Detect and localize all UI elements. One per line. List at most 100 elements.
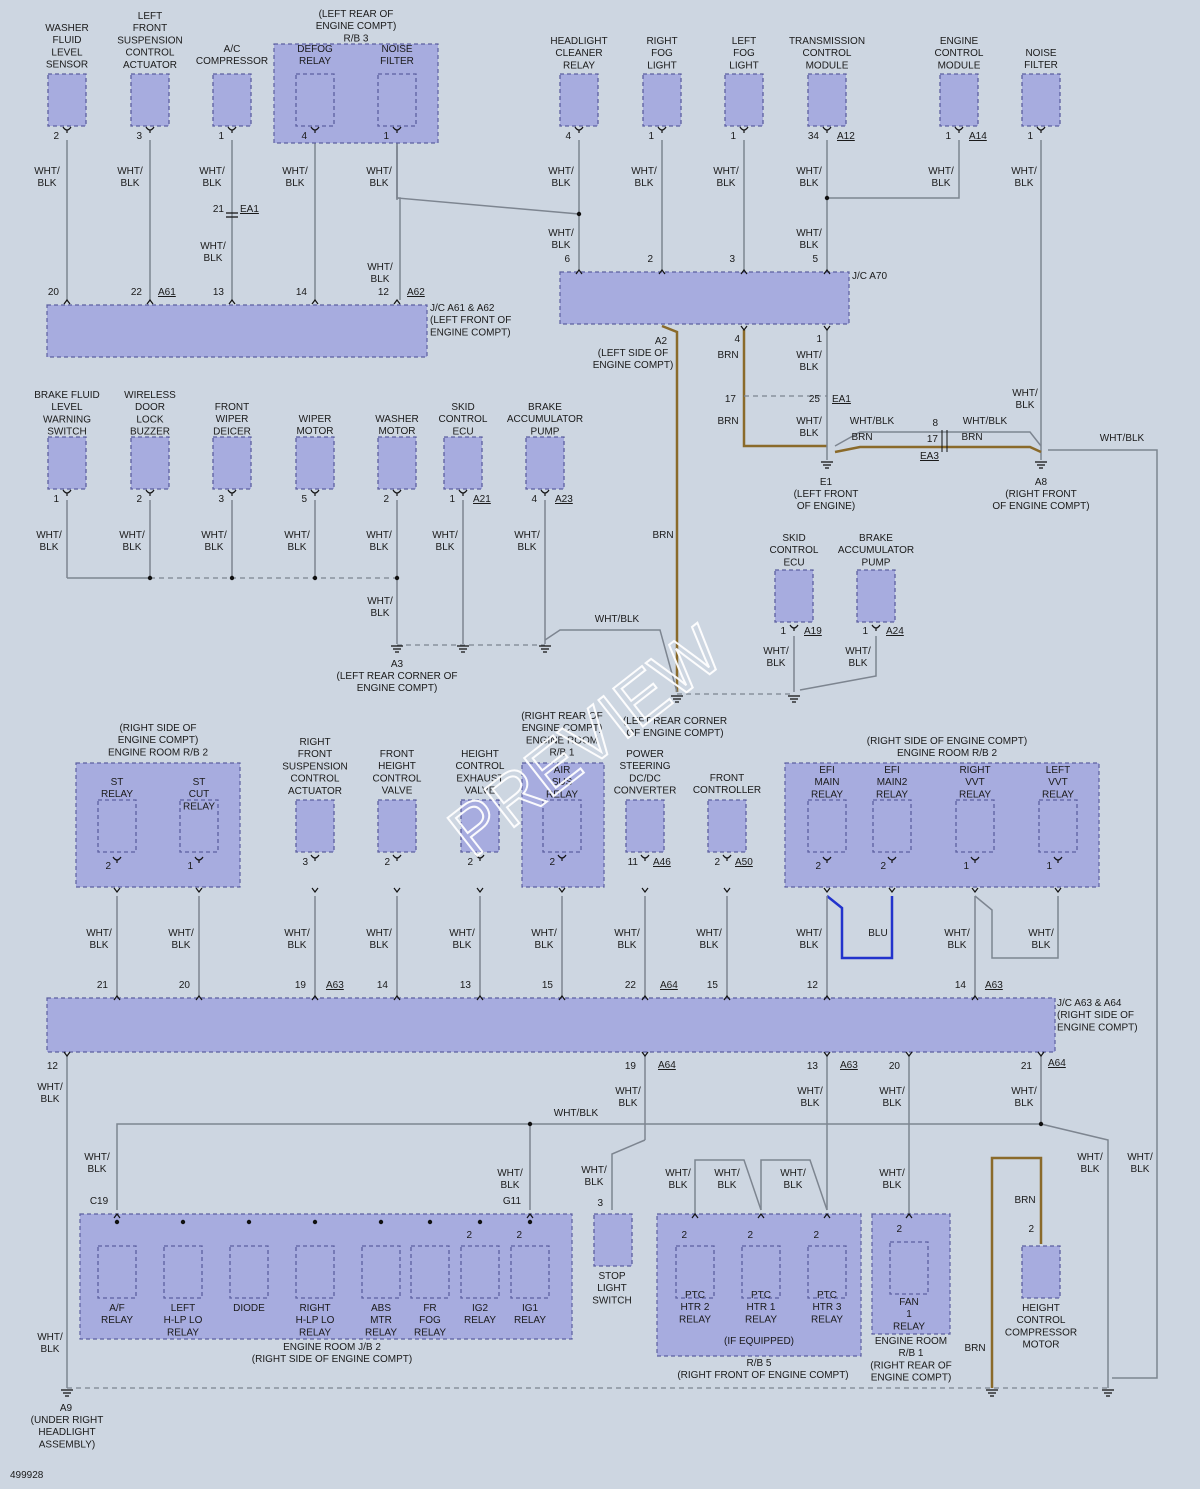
ground-name: A9: [60, 1403, 73, 1414]
rb3-label: R/B 3: [343, 33, 368, 44]
mid-component-label: FRONT: [215, 402, 249, 413]
top-component-label: ACTUATOR: [123, 60, 177, 71]
jb2-relay-label: MTR: [370, 1315, 392, 1326]
connector-id: A64: [660, 980, 678, 991]
pin-number: 25: [809, 394, 821, 405]
brakeacc2-component: [856, 569, 896, 623]
connector-id: EA1: [240, 204, 259, 215]
mid-component-label: WARNING: [43, 414, 91, 425]
wire-color-label: BLK: [800, 940, 819, 951]
noise2-component: [1021, 73, 1061, 127]
stop-switch-label: STOP: [598, 1271, 625, 1282]
wire-color-label: WHT/: [366, 530, 392, 541]
arrow: [823, 325, 831, 331]
arrow: [558, 995, 566, 1001]
lfog-component: [724, 73, 764, 127]
connector-id: C19: [90, 1196, 109, 1207]
wire-color-label: WHT/: [614, 928, 640, 939]
connector-pin: [557, 854, 567, 861]
pin-number: 1: [963, 861, 969, 872]
top-component-label: FILTER: [380, 56, 414, 67]
wire-color-label: BLK: [1032, 940, 1051, 951]
mid-component-label: ACCUMULATOR: [507, 414, 583, 425]
rb1-top-label: ENGINE ROOM: [526, 735, 598, 746]
brown-wire: [990, 1156, 1043, 1388]
pin-number: 20: [179, 980, 191, 991]
jb2-relay-label: RELAY: [414, 1327, 446, 1338]
wire-color-label: BLK: [371, 274, 390, 285]
relay-label: RIGHT: [959, 765, 990, 776]
wire-color-label: BLK: [172, 940, 191, 951]
pin-number: 2: [105, 861, 111, 872]
connector-pin: [458, 489, 468, 496]
connector-pin: [1036, 126, 1046, 133]
mid-component-label: WIPER: [216, 414, 249, 425]
ptc-relay-label: HTR 1: [747, 1302, 776, 1313]
top-component-label: A/C: [224, 44, 241, 55]
wire: [1040, 1123, 1109, 1388]
mid-component-label: PUMP: [531, 426, 560, 437]
headlight-component: [559, 73, 599, 127]
jb2-label: (RIGHT SIDE OF ENGINE COMPT): [252, 1354, 412, 1365]
wire-color-label: BLK: [288, 940, 307, 951]
arrow: [558, 887, 566, 893]
labels-layer: WASHERFLUIDLEVELSENSOR2LEFTFRONTSUSPENSI…: [10, 9, 1153, 1481]
arrow: [311, 995, 319, 1001]
pin-number: 19: [295, 980, 307, 991]
wire-color-label: WHT/: [117, 166, 143, 177]
wire-color-label: BLK: [717, 178, 736, 189]
wire-color-label: BLK: [203, 178, 222, 189]
wire: [396, 146, 580, 215]
row3-component-label: SUSPENSION: [282, 761, 348, 772]
pin-number: 13: [460, 980, 472, 991]
top-component-label: FILTER: [1024, 60, 1058, 71]
jb2-relay-label: A/F: [109, 1303, 125, 1314]
top-component-label: NOISE: [1025, 48, 1056, 59]
relay-component: [97, 799, 137, 853]
wire-color-label: BLK: [88, 1164, 107, 1175]
ptc-relay-label: RELAY: [811, 1314, 843, 1325]
wire-color-label: WHT/: [367, 262, 393, 273]
relay-label: RELAY: [959, 789, 991, 800]
wire-color-label: WHT/: [796, 928, 822, 939]
pin-number: 17: [927, 434, 939, 445]
ground-a8-icon: [1035, 461, 1047, 469]
rb5-label: (IF EQUIPPED): [724, 1336, 794, 1347]
wire-color-label: WHT/: [497, 1168, 523, 1179]
arrow: [195, 995, 203, 1001]
wire-color-label: BRN: [1014, 1195, 1035, 1206]
connector-pin: [145, 126, 155, 133]
ground-icon: [986, 1389, 998, 1397]
connector-id: A63: [840, 1060, 858, 1071]
row3-component-label: EXHAUST: [456, 773, 503, 784]
mid-component-label: SWITCH: [47, 427, 86, 438]
arrow: [823, 269, 831, 275]
relay-label: RELAY: [183, 801, 215, 812]
brakefluid-component: [47, 436, 87, 490]
wire-color-label: WHT/: [796, 166, 822, 177]
height-motor-label: HEIGHT: [1022, 1303, 1060, 1314]
arrow: [691, 1213, 699, 1219]
arrow: [113, 1213, 121, 1219]
arrow: [575, 269, 583, 275]
row3-component-label: POWER: [626, 749, 664, 760]
pin-number: 1: [1027, 131, 1033, 142]
connector-id: A50: [735, 857, 753, 868]
wire-color-label: WHT/: [199, 166, 225, 177]
top-component-label: TRANSMISSION: [789, 36, 865, 47]
connector-pin: [822, 856, 832, 863]
splice-dot: [180, 1219, 186, 1225]
top-component-label: ENGINE: [940, 36, 979, 47]
connector-pin: [392, 126, 402, 133]
jb2-relay-label: RELAY: [464, 1315, 496, 1326]
wire-color-label: BLK: [370, 178, 389, 189]
height-motor-label: MOTOR: [1022, 1340, 1059, 1351]
rb2-left-label: (RIGHT SIDE OF: [119, 723, 196, 734]
top-component-label: CONTROL: [803, 48, 852, 59]
connector-id: EA1: [832, 394, 851, 405]
rb5-label: (RIGHT FRONT OF ENGINE COMPT): [677, 1370, 848, 1381]
relay-label: EFI: [884, 765, 900, 776]
connector-pin: [970, 856, 980, 863]
connector-pin: [62, 489, 72, 496]
stop-light-switch-component: [593, 1213, 633, 1267]
